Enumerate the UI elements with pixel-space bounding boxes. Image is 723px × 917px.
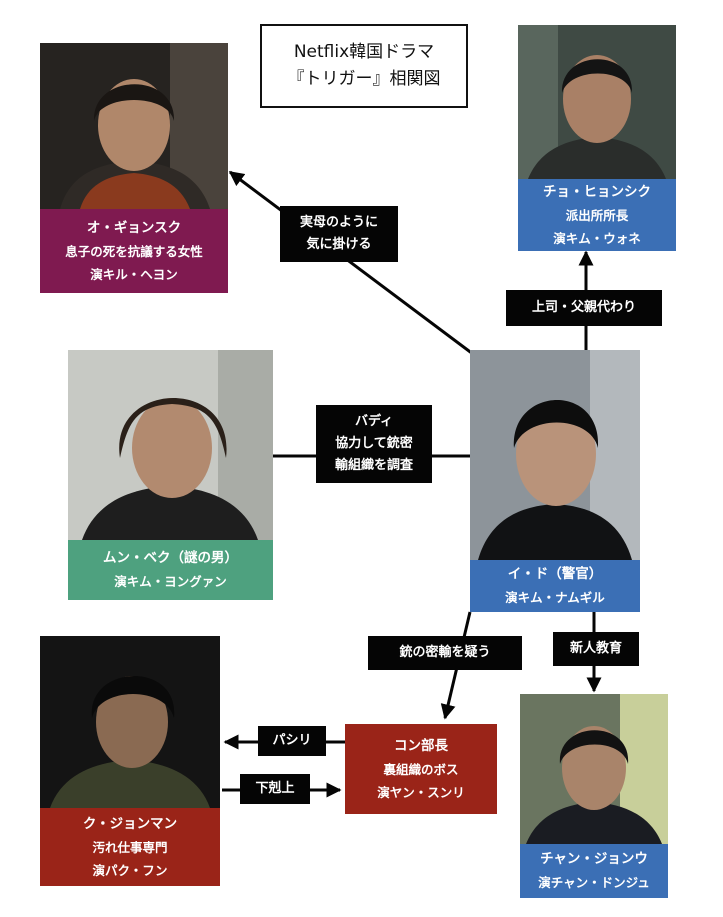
- portrait-cho-hyeonsik: [518, 25, 676, 179]
- portrait-koo-jeongman: [40, 636, 220, 808]
- relation-label-lee-kong: 銃の密輸を疑う: [368, 636, 522, 670]
- card-koo-jeongman[interactable]: ク・ジョンマン 汚れ仕事専門 演パク・フン: [40, 636, 220, 886]
- info-oh-gyeongsuk: オ・ギョンスク 息子の死を抗議する女性 演キル・ヘヨン: [40, 209, 228, 293]
- relation-lee-oh-line1: 実母のように: [299, 215, 378, 230]
- role-cho-hyeonsik: 派出所所長: [565, 207, 629, 223]
- card-lee-do[interactable]: イ・ド（警官） 演キム・ナムギル: [470, 350, 640, 612]
- name-cho-hyeonsik: チョ・ヒョンシク: [543, 183, 651, 200]
- relation-label-lee-cho: 上司・父親代わり: [506, 290, 662, 326]
- name-chang-jeongwoo: チャン・ジョンウ: [540, 851, 648, 867]
- actor-chang-jeongwoo: 演チャン・ドンジュ: [538, 875, 650, 890]
- relation-lee-cho-line1: 上司・父親代わり: [531, 300, 636, 315]
- chart-title-line2: 『トリガー』相関図: [287, 69, 441, 89]
- portrait-lee-do: [470, 350, 640, 560]
- relation-koo-kong-line1: 下剋上: [255, 781, 295, 796]
- relation-kong-koo-line1: パシリ: [272, 733, 312, 748]
- actor-cho-hyeonsik: 演キム・ウォネ: [553, 230, 641, 246]
- name-kong-director: コン部長: [394, 737, 448, 754]
- relation-lee-oh-line2: 気に掛ける: [306, 237, 372, 252]
- relation-label-lee-oh: 実母のように 気に掛ける: [280, 206, 398, 262]
- portrait-chang-jeongwoo: [520, 694, 668, 844]
- actor-koo-jeongman: 演パク・フン: [92, 862, 168, 878]
- info-chang-jeongwoo: チャン・ジョンウ 演チャン・ドンジュ: [520, 844, 668, 898]
- info-koo-jeongman: ク・ジョンマン 汚れ仕事専門 演パク・フン: [40, 808, 220, 886]
- role-koo-jeongman: 汚れ仕事専門: [92, 839, 168, 855]
- line-lee-to-oh: [228, 170, 498, 374]
- info-lee-do: イ・ド（警官） 演キム・ナムギル: [470, 560, 640, 612]
- relation-lee-chang-line1: 新人教育: [569, 641, 622, 656]
- relation-lee-moon-line2: 協力して銃密: [335, 436, 413, 451]
- card-moon-baek[interactable]: ムン・ベク（謎の男） 演キム・ヨングァン: [68, 350, 273, 600]
- name-koo-jeongman: ク・ジョンマン: [82, 815, 178, 832]
- relation-lee-kong-line1: 銃の密輸を疑う: [399, 645, 491, 660]
- relation-label-lee-chang: 新人教育: [553, 632, 639, 666]
- card-cho-hyeonsik[interactable]: チョ・ヒョンシク 派出所所長 演キム・ウォネ: [518, 25, 676, 251]
- relation-label-lee-moon: バディ 協力して銃密 輸組織を調査: [316, 405, 432, 483]
- info-cho-hyeonsik: チョ・ヒョンシク 派出所所長 演キム・ウォネ: [518, 179, 676, 251]
- chart-title-line1: Netflix韓国ドラマ: [293, 42, 435, 62]
- actor-moon-baek: 演キム・ヨングァン: [114, 574, 227, 589]
- actor-lee-do: 演キム・ナムギル: [505, 590, 605, 605]
- name-oh-gyeongsuk: オ・ギョンスク: [86, 219, 182, 236]
- portrait-moon-baek: [68, 350, 273, 540]
- relation-label-koo-kong: 下剋上: [240, 774, 310, 804]
- portrait-oh-gyeongsuk: [40, 43, 228, 209]
- card-kong-director[interactable]: コン部長 裏組織のボス 演ヤン・スンリ: [345, 724, 497, 814]
- actor-oh-gyeongsuk: 演キル・ヘヨン: [90, 266, 178, 282]
- name-lee-do: イ・ド（警官）: [507, 566, 603, 582]
- relation-label-kong-koo: パシリ: [258, 726, 326, 756]
- name-moon-baek: ムン・ベク（謎の男）: [103, 550, 238, 566]
- info-moon-baek: ムン・ベク（謎の男） 演キム・ヨングァン: [68, 540, 273, 600]
- relation-lee-moon-line3: 輸組織を調査: [334, 458, 413, 473]
- actor-kong-director: 演ヤン・スンリ: [377, 784, 465, 800]
- card-chang-jeongwoo[interactable]: チャン・ジョンウ 演チャン・ドンジュ: [520, 694, 668, 898]
- card-oh-gyeongsuk[interactable]: オ・ギョンスク 息子の死を抗議する女性 演キル・ヘヨン: [40, 43, 228, 293]
- role-oh-gyeongsuk: 息子の死を抗議する女性: [65, 243, 203, 259]
- relation-lee-moon-line1: バディ: [354, 414, 394, 429]
- info-kong-director: コン部長 裏組織のボス 演ヤン・スンリ: [345, 724, 497, 814]
- chart-title-box: Netflix韓国ドラマ 『トリガー』相関図: [260, 24, 468, 108]
- role-kong-director: 裏組織のボス: [383, 761, 459, 777]
